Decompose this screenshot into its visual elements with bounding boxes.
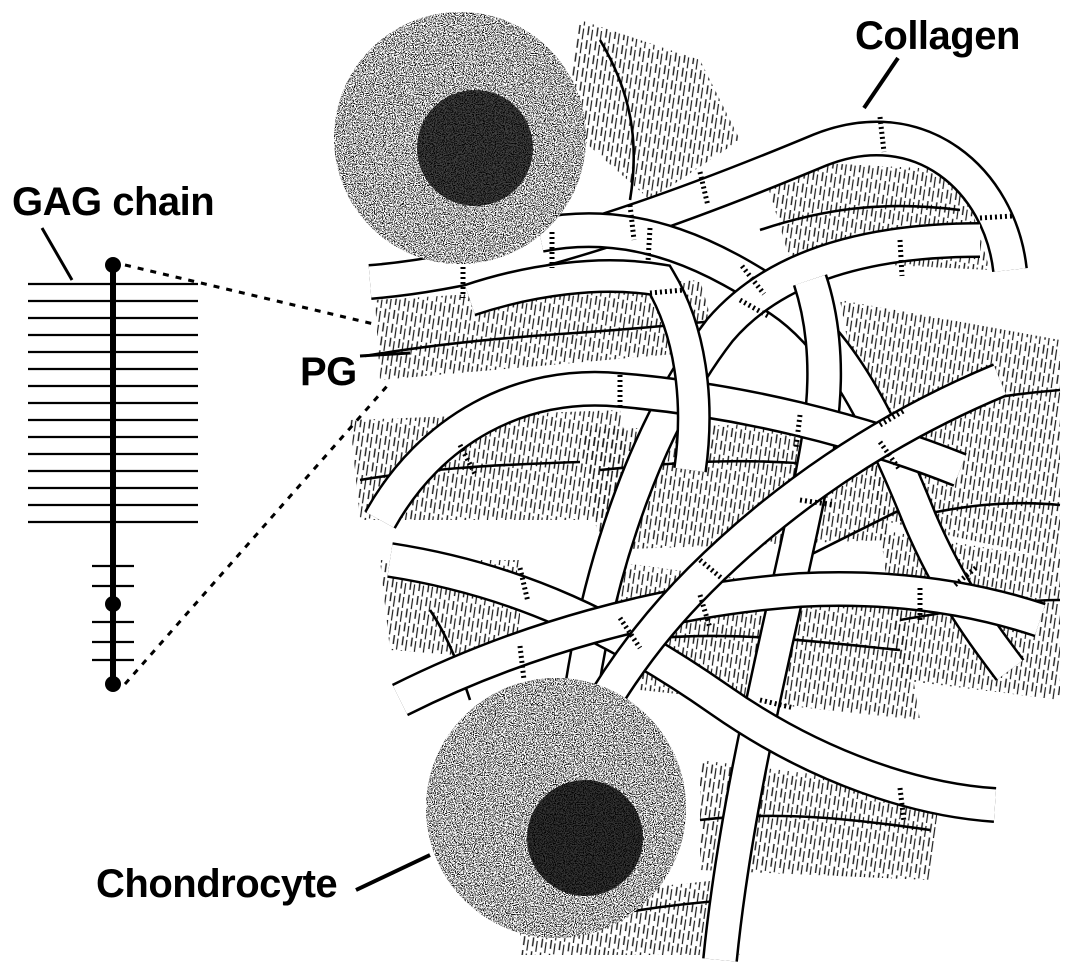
zoom-guide-upper bbox=[125, 265, 378, 325]
gag-chain-schematic bbox=[28, 228, 388, 692]
zoom-guide-lower bbox=[125, 385, 388, 684]
gag-node-middle bbox=[105, 596, 121, 612]
pg-label: PG bbox=[300, 350, 357, 395]
collagen-label-leader bbox=[864, 58, 898, 108]
cell-nucleus bbox=[417, 90, 533, 206]
collagen-label: Collagen bbox=[855, 14, 1020, 59]
chondrocyte-label-leader bbox=[356, 855, 430, 890]
pg-patch bbox=[560, 20, 740, 200]
chondrocyte-cell-lower bbox=[426, 678, 686, 938]
chondrocyte-label: Chondrocyte bbox=[96, 862, 337, 907]
chondrocyte-cell-upper bbox=[334, 12, 586, 264]
gag-chain-label: GAG chain bbox=[12, 180, 214, 225]
gag-label-leader bbox=[42, 228, 72, 280]
gag-node-top bbox=[105, 257, 121, 273]
gag-node-bottom bbox=[105, 676, 121, 692]
cell-nucleus bbox=[527, 780, 643, 896]
